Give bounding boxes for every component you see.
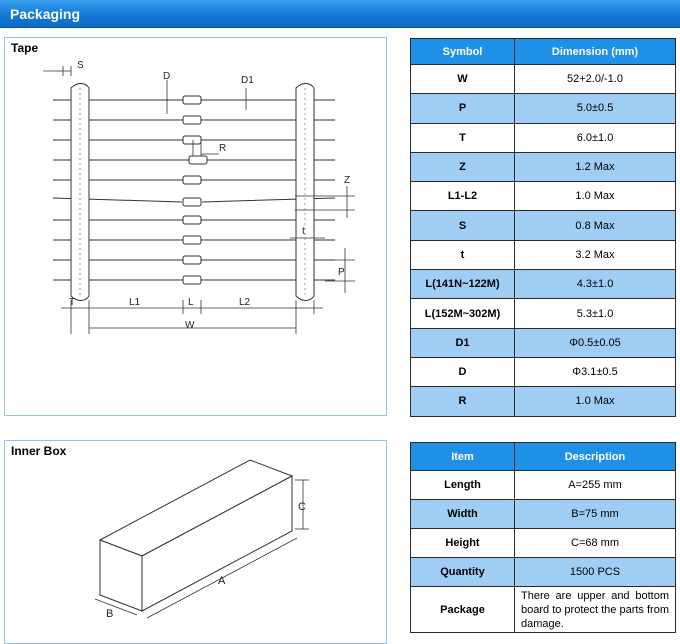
- label-S: S: [77, 60, 84, 71]
- label-T: T: [69, 297, 75, 308]
- symbol-cell: P: [410, 93, 515, 124]
- dimension-cell: 0.8 Max: [514, 210, 676, 241]
- resistor-body: [182, 255, 202, 265]
- section-title: Packaging: [10, 6, 81, 22]
- table-header-dimension: Dimension (mm): [514, 38, 676, 65]
- label-C: C: [298, 501, 306, 513]
- dimension-cell: Φ0.5±0.05: [514, 327, 676, 358]
- box-labels: A B C: [106, 501, 306, 620]
- symbol-cell: t: [410, 239, 515, 271]
- dimension-cell: 5.0±0.5: [514, 93, 676, 124]
- symbol-cell: W: [410, 63, 515, 95]
- tape-strips: [70, 83, 315, 301]
- symbol-cell: T: [410, 122, 515, 153]
- box-outline: [98, 459, 294, 612]
- item-cell: Height: [410, 528, 515, 558]
- symbol-cell: Z: [410, 151, 515, 183]
- symbol-cell: L(141N~122M): [410, 269, 515, 300]
- item-cell: Quantity: [410, 557, 515, 587]
- resistor-body: [182, 115, 202, 125]
- label-t: t: [302, 226, 305, 237]
- label-W: W: [185, 320, 195, 331]
- symbol-cell: D: [410, 356, 515, 388]
- label-L2: L2: [239, 297, 251, 308]
- label-P: P: [338, 267, 345, 278]
- section-header: Packaging: [0, 0, 680, 28]
- description-cell: C=68 mm: [514, 528, 676, 558]
- tape-panel: Tape: [4, 37, 387, 416]
- resistor-body: [182, 135, 202, 145]
- inner-box-drawing: A B C: [94, 459, 309, 620]
- description-cell: B=75 mm: [514, 499, 676, 529]
- symbol-cell: L(152M~302M): [410, 298, 515, 329]
- symbol-cell: L1-L2: [410, 181, 515, 212]
- dimension-cell: 52+2.0/-1.0: [514, 63, 676, 95]
- description-cell: There are upper and bottom board to prot…: [514, 586, 676, 633]
- symbol-cell: R: [410, 386, 515, 417]
- tape-wires: [52, 95, 336, 285]
- item-cell: Length: [410, 470, 515, 500]
- dimension-cell: 1.0 Max: [514, 181, 676, 212]
- resistor-body: [182, 197, 202, 207]
- description-cell: 1500 PCS: [514, 557, 676, 587]
- inner-box-panel: Inner Box A B C: [4, 440, 387, 644]
- dimension-labels: S D D1 R Z t P T L1 L L2 W: [69, 60, 350, 331]
- label-L1: L1: [129, 297, 141, 308]
- dimension-cell: 6.0±1.0: [514, 122, 676, 153]
- item-cell: Package: [410, 586, 515, 633]
- resistor-body: [182, 215, 202, 225]
- symbol-cell: S: [410, 210, 515, 241]
- label-L: L: [188, 297, 194, 308]
- tape-drawing: S D D1 R Z t P T L1 L L2 W: [43, 60, 355, 334]
- table-row: L(141N~122M)4.3±1.0: [410, 269, 676, 300]
- label-R: R: [219, 143, 226, 154]
- resistor-body: [182, 235, 202, 245]
- box-dimension-lines: [94, 479, 309, 619]
- dimension-cell: 5.3±1.0: [514, 298, 676, 329]
- label-Z: Z: [344, 175, 350, 186]
- dimension-cell: 4.3±1.0: [514, 269, 676, 300]
- resistor-body: [182, 95, 202, 105]
- dimension-cell: 1.0 Max: [514, 386, 676, 417]
- item-cell: Width: [410, 499, 515, 529]
- resistor-body: [182, 175, 202, 185]
- symbol-cell: D1: [410, 327, 515, 358]
- table-header-symbol: Symbol: [410, 38, 515, 65]
- dimension-cell: 3.2 Max: [514, 239, 676, 271]
- resistor-body: [182, 275, 202, 285]
- dimension-cell: Φ3.1±0.5: [514, 356, 676, 388]
- tape-panel-title: Tape: [11, 41, 39, 55]
- description-cell: A=255 mm: [514, 470, 676, 500]
- label-D1: D1: [241, 75, 254, 86]
- inner-box-panel-title: Inner Box: [11, 444, 67, 458]
- resistor-body: [188, 155, 208, 165]
- label-B: B: [106, 608, 113, 620]
- table-header-description: Description: [514, 442, 676, 471]
- dimension-lines: [43, 66, 355, 334]
- label-A: A: [218, 575, 226, 587]
- label-D: D: [163, 71, 170, 82]
- table-row: L(152M~302M)5.3±1.0: [410, 298, 676, 329]
- dimension-cell: 1.2 Max: [514, 151, 676, 183]
- table-header-item: Item: [410, 442, 515, 471]
